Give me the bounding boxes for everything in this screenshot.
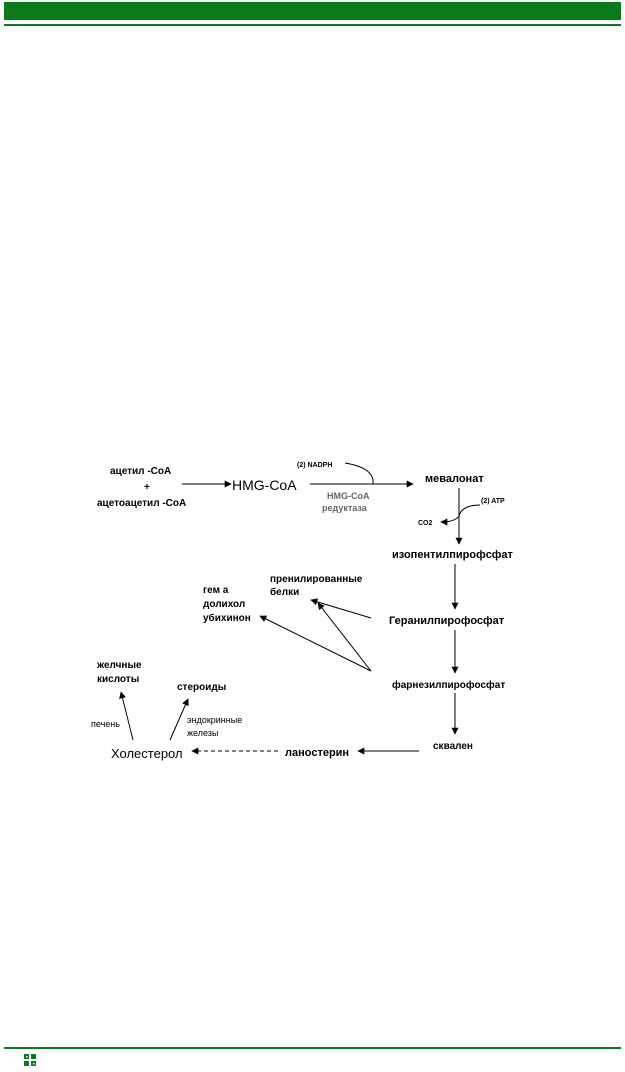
node-mevalonate: мевалонат [425,473,484,485]
curve-nadph [344,462,374,485]
node-steroids: стероиды [177,682,226,693]
annotation-endocrine-line1: эндокринные [187,715,242,725]
publisher-logo-icon [23,1053,37,1067]
node-plus: + [144,482,150,493]
node-bile-acids-line1: желчные [96,660,142,671]
node-acetyl-coa: ацетил -CoA [110,466,171,477]
node-heme: гем а [203,585,229,596]
node-acetoacetyl-coa: ацетоацетил -CoA [97,498,186,509]
node-ubiquinone: убихинон [203,612,251,624]
node-bile-acids-line2: кислоты [97,674,139,685]
node-prenylated-proteins-line1: пренилированные [270,574,363,585]
arrow-geranyl-to-prenylated [310,598,372,619]
node-geranyl-pp: Геранилпирофосфат [389,615,505,627]
node-squalene: сквален [433,741,473,752]
node-isopentenyl-pp: изопентилпирофсфат [392,549,514,561]
header-rule [4,24,621,26]
node-farnesyl-pp: фарнезилпирофосфат [392,679,505,691]
annotation-atp: (2) ATP [481,498,505,505]
annotation-enzyme-name: HMG-CoA [327,491,370,501]
annotation-endocrine-line2: железы [187,728,218,738]
footer-rule [4,1047,621,1049]
annotation-co2: CO2 [418,520,433,527]
arrow-farnesyl-to-ubiquinone [259,615,372,672]
annotation-liver: печень [91,719,120,729]
curve-atp [458,504,481,517]
node-hmg-coa: HMG-CoA [232,477,297,493]
arrow-co2 [440,515,460,526]
arrow-cholesterol-to-bile [119,691,134,741]
arrow-cholesterol-to-steroids [169,698,189,741]
annotation-nadph: (2) NADPH [297,462,332,469]
annotation-enzyme-type: редуктаза [322,503,368,513]
node-prenylated-proteins-line2: белки [270,586,299,598]
node-cholesterol: Холестерол [111,746,183,761]
arrow-farnesyl-to-prenylated [317,602,372,672]
header-band [4,2,621,20]
node-dolichol: долихол [203,599,245,610]
node-lanosterol: ланостерин [285,747,349,759]
